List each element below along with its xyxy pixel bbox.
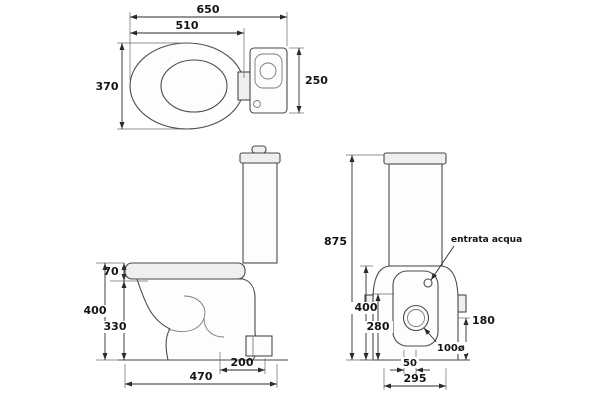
- flush-button: [259, 62, 277, 80]
- dim-label-250: 250: [305, 74, 328, 87]
- label-bg: [434, 342, 467, 354]
- dim-50: 50: [390, 350, 430, 374]
- dim-label-50: 50: [403, 358, 417, 369]
- dim-100: 100ø: [423, 327, 467, 354]
- fixing-wing-right: [457, 294, 467, 313]
- cistern-side: [242, 162, 278, 264]
- dim-200: 200: [219, 352, 266, 374]
- label-bg: [351, 302, 381, 314]
- water-inlet-label: entrata acqua: [451, 235, 522, 245]
- label-bg: [363, 321, 393, 333]
- dim-label-200: 200: [231, 356, 254, 369]
- dim-label-875: 875: [324, 235, 347, 248]
- bowl-opening: [160, 59, 228, 113]
- dim-label-400-side: 400: [84, 304, 107, 317]
- dim-280: 280: [363, 293, 394, 360]
- seat-rim-side: [124, 262, 246, 280]
- cistern-rear: [388, 163, 443, 267]
- dim-label-100: 100ø: [437, 343, 465, 354]
- cistern-lid-side: [239, 152, 281, 164]
- dim-label-280: 280: [367, 320, 390, 333]
- flush-button-side: [251, 145, 267, 154]
- outlet-side: [245, 335, 273, 357]
- dim-295: 295: [383, 368, 447, 390]
- rear-view: entrata acqua 875 400 280 180: [324, 152, 522, 390]
- dim-400-side: 400: [81, 263, 118, 361]
- bowl-body-side: [136, 278, 258, 361]
- dim-label-70: 70: [103, 265, 119, 278]
- leader-line: [423, 327, 439, 345]
- dim-label-400-rear: 400: [355, 301, 378, 314]
- leader-line: [430, 245, 455, 281]
- dim-label-330: 330: [104, 320, 127, 333]
- dim-650: 650: [129, 3, 288, 80]
- cistern-top: [249, 47, 288, 114]
- cistern-fixing-hole: [253, 100, 261, 108]
- dim-label-295: 295: [404, 372, 427, 385]
- label-bg: [81, 305, 109, 317]
- label-bg: [101, 321, 129, 333]
- dim-470: 470: [124, 364, 278, 388]
- top-view: 650 510 370 250: [96, 3, 328, 130]
- cistern-lid-inset: [254, 53, 283, 89]
- dim-label-470: 470: [190, 370, 213, 383]
- water-inlet-hole: [423, 278, 433, 288]
- trap-curve: [203, 317, 225, 338]
- bowl-back-panel: [392, 270, 439, 347]
- dim-label-650: 650: [197, 3, 220, 16]
- dim-label-510: 510: [176, 19, 199, 32]
- label-bg: [101, 266, 121, 277]
- dim-label-180: 180: [472, 314, 495, 327]
- dim-400-rear: 400: [351, 265, 381, 360]
- label-bg: [401, 357, 419, 368]
- side-view: 70 400 330 200 470: [81, 145, 288, 388]
- dim-875: 875: [324, 154, 384, 361]
- dim-370: 370: [96, 42, 183, 130]
- dim-250: 250: [289, 47, 328, 114]
- dim-510: 510: [130, 19, 245, 78]
- water-inlet-callout: entrata acqua: [430, 235, 522, 281]
- cistern-lid-rear: [383, 152, 447, 165]
- dim-label-370: 370: [96, 80, 119, 93]
- drain-outlet-inner: [407, 309, 425, 327]
- dim-330: 330: [101, 281, 129, 360]
